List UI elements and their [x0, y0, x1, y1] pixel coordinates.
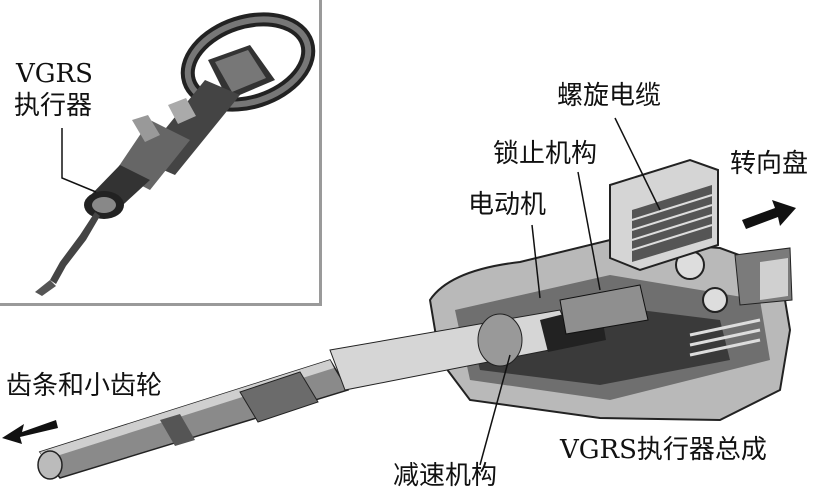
inset-vgrs-label-line1: VGRS [16, 60, 93, 88]
arrow-left-icon [2, 420, 58, 444]
label-rack-and-pinion: 齿条和小齿轮 [6, 372, 162, 400]
inset-leader-line [62, 128, 96, 192]
label-reduction-mechanism: 减速机构 [393, 462, 497, 490]
label-steering-wheel: 转向盘 [730, 150, 808, 178]
inset-vgrs-label-line2: 执行器 [14, 92, 92, 120]
label-spiral-cable: 螺旋电缆 [557, 82, 661, 110]
label-vgrs-assembly: VGRS执行器总成 [560, 436, 767, 464]
label-motor: 电动机 [468, 191, 546, 219]
arrow-right-icon [742, 200, 796, 229]
label-lock-mechanism: 锁止机构 [493, 140, 597, 168]
